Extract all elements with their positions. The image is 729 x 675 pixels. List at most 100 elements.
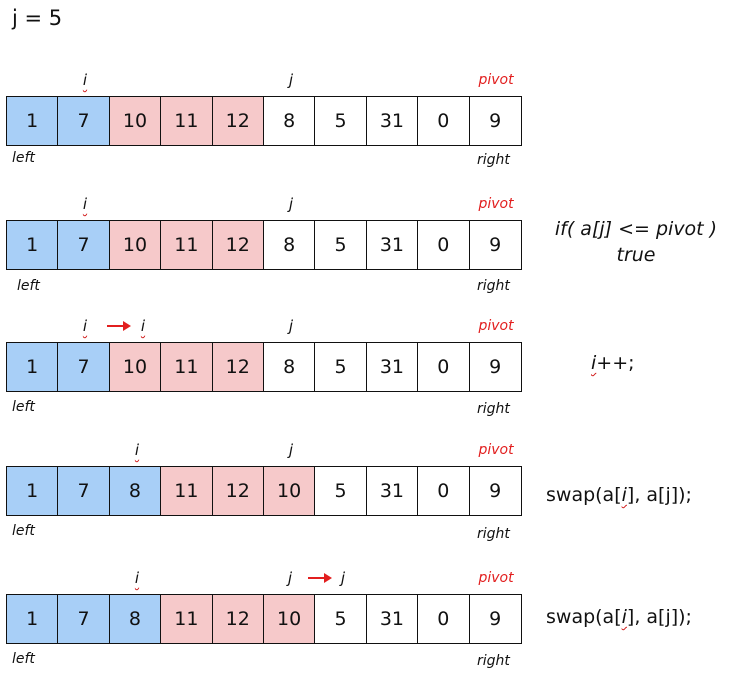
increment-i: i bbox=[591, 352, 597, 374]
condition-line: if( a[j] <= pivot ) bbox=[554, 218, 718, 240]
right-label: right bbox=[477, 526, 510, 542]
array-cell: 0 bbox=[418, 97, 470, 145]
swap-prefix: swap(a[ bbox=[546, 484, 622, 506]
condition-result: true bbox=[616, 244, 656, 266]
array-cell: 0 bbox=[418, 221, 470, 269]
swap-suffix: ], a[j]); bbox=[626, 484, 692, 506]
j-move-arrow-icon bbox=[308, 573, 332, 583]
array-cell: 5 bbox=[315, 343, 367, 391]
swap-suffix: ], a[j]); bbox=[626, 606, 692, 628]
i-marker: i bbox=[82, 195, 88, 213]
array-cell: 7 bbox=[58, 221, 110, 269]
array-cell: 11 bbox=[161, 343, 213, 391]
array: 1 7 8 11 12 10 5 31 0 9 bbox=[6, 466, 522, 516]
array-cell: 10 bbox=[263, 595, 316, 643]
j-marker: j bbox=[288, 195, 294, 213]
array: 1 7 10 11 12 8 5 31 0 9 bbox=[6, 342, 522, 392]
i-marker: i bbox=[82, 317, 88, 335]
j-marker: j bbox=[287, 569, 293, 587]
step-markers: i j pivot bbox=[0, 440, 729, 466]
array-cell: 5 bbox=[315, 221, 367, 269]
array: 1 7 10 11 12 8 5 31 0 9 bbox=[6, 220, 522, 270]
array-cell: 5 bbox=[315, 97, 367, 145]
array-cell: 1 bbox=[7, 221, 59, 269]
array-cell: 1 bbox=[7, 595, 59, 643]
right-label: right bbox=[477, 653, 510, 669]
array-cell: 0 bbox=[418, 595, 470, 643]
i-marker: i bbox=[134, 441, 140, 459]
swap-i: i bbox=[621, 606, 627, 628]
array-cell: 11 bbox=[161, 221, 213, 269]
array-cell: 31 bbox=[366, 467, 419, 515]
i-marker: i bbox=[134, 569, 140, 587]
array-cell: 12 bbox=[212, 97, 264, 145]
array-cell: 31 bbox=[366, 595, 419, 643]
increment-op: ++; bbox=[596, 352, 635, 374]
left-label: left bbox=[12, 523, 35, 539]
array-cell: 8 bbox=[109, 467, 162, 515]
array-cell: 7 bbox=[58, 467, 110, 515]
array-cell: 31 bbox=[366, 221, 419, 269]
array-cell: 10 bbox=[263, 467, 316, 515]
array-cell: 31 bbox=[366, 97, 419, 145]
array-cell: 12 bbox=[212, 343, 264, 391]
array-cell: 5 bbox=[315, 467, 367, 515]
step-4: i j pivot 1 7 8 11 12 10 5 31 0 9 left r… bbox=[0, 440, 729, 542]
array-cell: 0 bbox=[418, 343, 470, 391]
swap-note: swap(a[i], a[j]); bbox=[546, 604, 692, 630]
condition-note: if( a[j] <= pivot ) true bbox=[546, 216, 726, 268]
step-5: i j j pivot 1 7 8 11 12 10 5 31 0 9 left… bbox=[0, 568, 729, 669]
pivot-marker: pivot bbox=[478, 196, 514, 212]
step-markers: i j pivot bbox=[0, 70, 729, 96]
array-cell: 8 bbox=[263, 343, 316, 391]
array-cell: 5 bbox=[315, 595, 367, 643]
array-cell: 1 bbox=[7, 467, 59, 515]
array-cell: 8 bbox=[109, 595, 162, 643]
array: 1 7 8 11 12 10 5 31 0 9 bbox=[6, 594, 522, 644]
step-markers: i j pivot bbox=[0, 194, 729, 220]
left-label: left bbox=[12, 150, 35, 166]
array-cell: 11 bbox=[161, 467, 213, 515]
left-label: left bbox=[12, 399, 35, 415]
step-markers: i j j pivot bbox=[0, 568, 729, 594]
array-cell: 8 bbox=[263, 221, 316, 269]
step-markers: i i j pivot bbox=[0, 316, 729, 342]
swap-note: swap(a[i], a[j]); bbox=[546, 482, 692, 508]
array-cell: 8 bbox=[263, 97, 316, 145]
pivot-marker: pivot bbox=[478, 72, 514, 88]
array-cell: 0 bbox=[418, 467, 470, 515]
i-marker: i bbox=[82, 71, 88, 89]
array-cell: 7 bbox=[58, 595, 110, 643]
step-2: i j pivot 1 7 10 11 12 8 5 31 0 9 left r… bbox=[0, 194, 729, 294]
swap-i: i bbox=[621, 484, 627, 506]
left-label: left bbox=[12, 651, 35, 667]
array-cell: 12 bbox=[212, 221, 264, 269]
left-label: left bbox=[17, 278, 40, 294]
i-new-marker: i bbox=[140, 317, 146, 335]
array-cell: 1 bbox=[7, 343, 59, 391]
array-cell: 9 bbox=[469, 343, 521, 391]
array-cell: 9 bbox=[469, 595, 521, 643]
swap-prefix: swap(a[ bbox=[546, 606, 622, 628]
array: 1 7 10 11 12 8 5 31 0 9 bbox=[6, 96, 522, 146]
right-label: right bbox=[477, 152, 510, 168]
array-cell: 12 bbox=[212, 595, 264, 643]
array-cell: 10 bbox=[109, 97, 162, 145]
array-cell: 7 bbox=[58, 97, 110, 145]
array-cell: 9 bbox=[469, 467, 521, 515]
j-marker: j bbox=[288, 317, 294, 335]
array-cell: 11 bbox=[161, 595, 213, 643]
array-cell: 31 bbox=[366, 343, 419, 391]
array-cell: 9 bbox=[469, 97, 521, 145]
j-new-marker: j bbox=[340, 569, 346, 587]
title: j = 5 bbox=[12, 6, 63, 30]
array-cell: 9 bbox=[469, 221, 521, 269]
array-cell: 7 bbox=[58, 343, 110, 391]
array-cell: 10 bbox=[109, 343, 162, 391]
j-marker: j bbox=[288, 441, 294, 459]
pivot-marker: pivot bbox=[478, 318, 514, 334]
right-label: right bbox=[477, 401, 510, 417]
array-cell: 12 bbox=[212, 467, 264, 515]
array-cell: 1 bbox=[7, 97, 59, 145]
right-label: right bbox=[477, 278, 510, 294]
